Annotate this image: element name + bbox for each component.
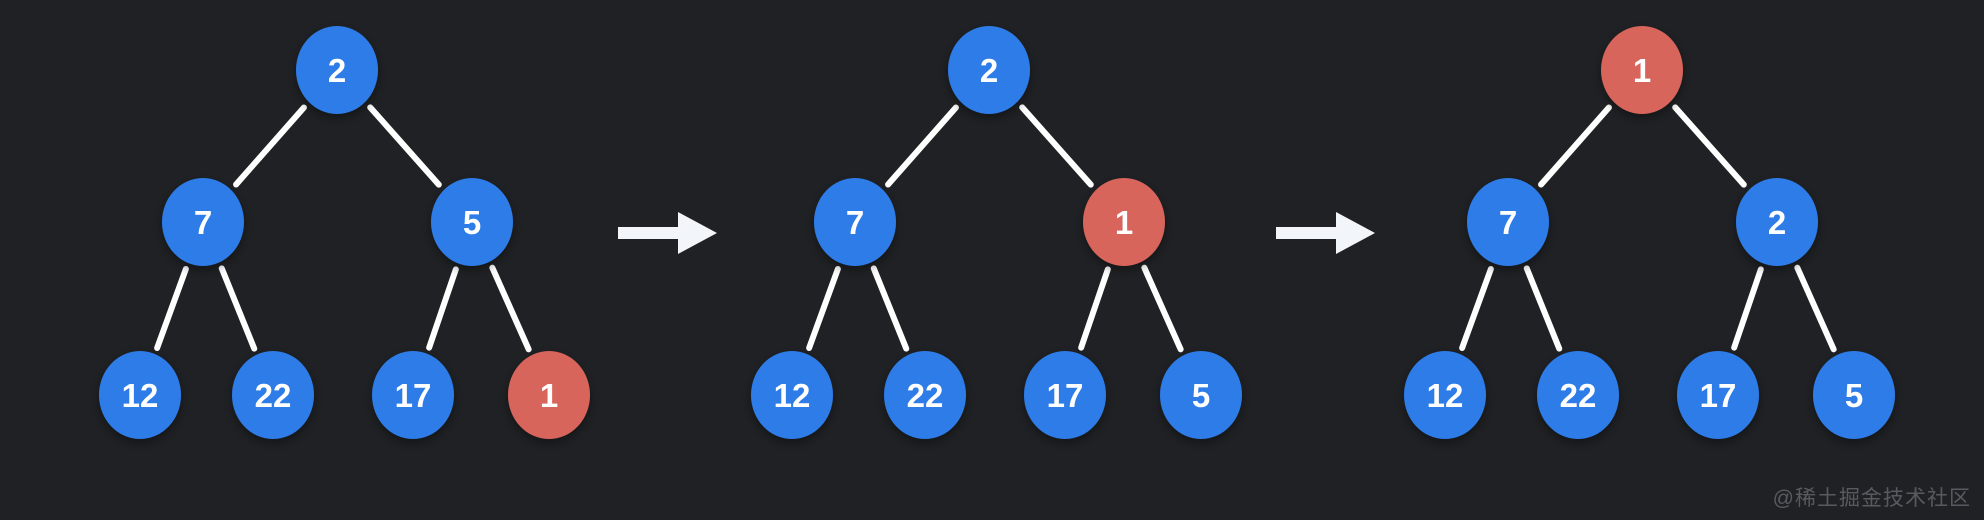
tree-edge — [1019, 104, 1094, 188]
tree-edge — [1731, 266, 1764, 351]
node-circle — [99, 351, 181, 439]
tree-edge — [426, 266, 459, 351]
node-value-label: 5 — [1845, 377, 1863, 414]
node-circle — [1813, 351, 1895, 439]
watermark: @稀土掘金技术社区 — [1772, 487, 1971, 510]
node-value-label: 7 — [846, 204, 864, 241]
tree3-node-2: 2 — [1736, 178, 1818, 266]
tree2-node-1: 1 — [1083, 178, 1165, 266]
tree2-node-5: 5 — [1160, 351, 1242, 439]
tree2-node-12: 12 — [751, 351, 833, 439]
highlighted-node-circle — [1083, 178, 1165, 266]
node-value-label: 17 — [1047, 377, 1084, 414]
tree3-node-7: 7 — [1467, 178, 1549, 266]
tree-step-2: 2 7 1 12 22 17 5 — [751, 26, 1242, 439]
node-circle — [232, 351, 314, 439]
node-value-label: 5 — [463, 204, 481, 241]
node-circle — [1404, 351, 1486, 439]
highlighted-node-circle — [508, 351, 590, 439]
node-circle — [1537, 351, 1619, 439]
node-circle — [751, 351, 833, 439]
highlighted-node-circle — [1601, 26, 1683, 114]
tree-edge — [870, 265, 910, 352]
tree-edge — [1538, 104, 1612, 188]
arrow-right-icon — [618, 212, 717, 254]
tree-edge — [218, 265, 258, 352]
tree2-node-2: 2 — [948, 26, 1030, 114]
node-value-label: 7 — [194, 204, 212, 241]
node-circle — [1677, 351, 1759, 439]
node-value-label: 12 — [774, 377, 811, 414]
node-value-label: 2 — [1768, 204, 1786, 241]
tree3-node-17: 17 — [1677, 351, 1759, 439]
tree-edge — [233, 104, 307, 188]
tree2-node-7: 7 — [814, 178, 896, 266]
node-circle — [1467, 178, 1549, 266]
tree-edge — [1141, 264, 1184, 353]
tree1-node-12: 12 — [99, 351, 181, 439]
node-value-label: 22 — [907, 377, 944, 414]
tree2-node-22: 22 — [884, 351, 966, 439]
arrow-right-icon — [1276, 212, 1375, 254]
node-value-label: 12 — [122, 377, 159, 414]
tree2-node-17: 17 — [1024, 351, 1106, 439]
node-value-label: 22 — [1560, 377, 1597, 414]
tree1-node-5: 5 — [431, 178, 513, 266]
tree-edge — [154, 265, 189, 352]
tree1-node-1: 1 — [508, 351, 590, 439]
tree-edge — [1459, 265, 1494, 352]
tree1-node-7: 7 — [162, 178, 244, 266]
node-value-label: 5 — [1192, 377, 1210, 414]
node-circle — [372, 351, 454, 439]
node-value-label: 7 — [1499, 204, 1517, 241]
node-circle — [1160, 351, 1242, 439]
tree-edge — [885, 104, 959, 188]
node-value-label: 17 — [395, 377, 432, 414]
tree3-node-12: 12 — [1404, 351, 1486, 439]
tree-edge — [806, 265, 841, 352]
node-circle — [296, 26, 378, 114]
node-value-label: 12 — [1427, 377, 1464, 414]
node-circle — [948, 26, 1030, 114]
node-circle — [162, 178, 244, 266]
node-value-label: 17 — [1700, 377, 1737, 414]
tree-edge — [1078, 266, 1111, 351]
node-circle — [1024, 351, 1106, 439]
node-value-label: 1 — [540, 377, 558, 414]
tree-edge — [1794, 264, 1837, 353]
tree-edge — [489, 264, 532, 353]
node-circle — [814, 178, 896, 266]
tree3-node-1: 1 — [1601, 26, 1683, 114]
tree-edge — [367, 104, 442, 188]
node-value-label: 1 — [1115, 204, 1133, 241]
tree-edge — [1523, 265, 1563, 352]
node-circle — [431, 178, 513, 266]
tree-edge — [1672, 104, 1747, 188]
tree1-node-17: 17 — [372, 351, 454, 439]
tree3-node-22: 22 — [1537, 351, 1619, 439]
node-circle — [884, 351, 966, 439]
node-value-label: 22 — [255, 377, 292, 414]
tree3-node-5: 5 — [1813, 351, 1895, 439]
tree1-node-22: 22 — [232, 351, 314, 439]
node-circle — [1736, 178, 1818, 266]
node-value-label: 1 — [1633, 52, 1651, 89]
node-value-label: 2 — [328, 52, 346, 89]
tree1-node-2: 2 — [296, 26, 378, 114]
node-value-label: 2 — [980, 52, 998, 89]
tree-step-1: 2 7 5 12 22 17 1 — [99, 26, 590, 439]
